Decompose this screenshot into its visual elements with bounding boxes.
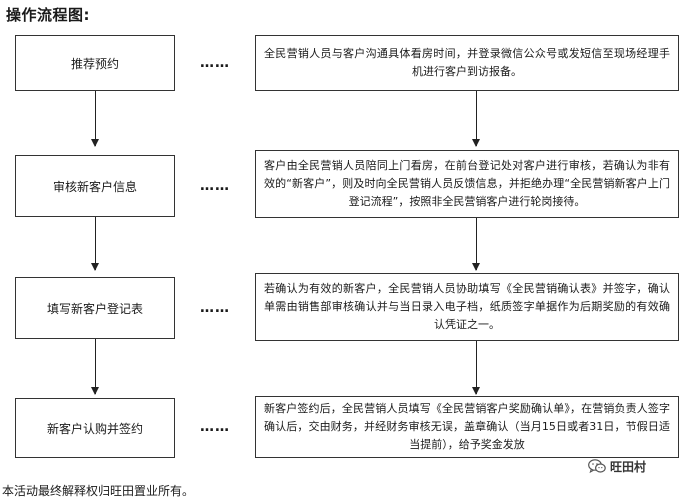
- flow-arrow-down: [91, 339, 99, 395]
- watermark: 旺田村: [588, 458, 646, 475]
- step-label: 推荐预约: [70, 56, 119, 71]
- step-box-sign: 新客户认购并签约: [15, 398, 175, 458]
- step-label: 审核新客户信息: [52, 179, 137, 194]
- step-description-box: 全民营销人员与客户沟通具体看房时间，并登录微信公众号或发短信至现场经理手机进行客…: [255, 35, 679, 91]
- step-box-register: 填写新客户登记表: [15, 277, 175, 339]
- wechat-icon: [588, 459, 606, 474]
- dotted-connector: ……: [200, 178, 230, 194]
- flow-arrow-down: [91, 217, 99, 271]
- step-label: 填写新客户登记表: [46, 301, 143, 316]
- flow-arrow-down: [91, 91, 99, 147]
- flow-arrow-down: [472, 341, 480, 395]
- dotted-connector: ……: [200, 419, 230, 435]
- step-label: 新客户认购并签约: [46, 421, 143, 436]
- dotted-connector: ……: [200, 55, 230, 71]
- step-description-box: 新客户签约后，全民营销人员填写《全民营销客户奖励确认单》，在营销负责人签字确认后…: [255, 396, 679, 458]
- step-description-box: 客户由全民营销人员陪同上门看房，在前台登记处对客户进行审核，若确认为非有效的“新…: [255, 150, 679, 218]
- footer-note: 本活动最终解释权归旺田置业所有。: [2, 484, 195, 498]
- page-title: 操作流程图:: [6, 6, 90, 24]
- step-description: 客户由全民营销人员陪同上门看房，在前台登记处对客户进行审核，若确认为非有效的“新…: [264, 159, 670, 208]
- watermark-text: 旺田村: [610, 460, 647, 474]
- step-description: 新客户签约后，全民营销人员填写《全民营销客户奖励确认单》，在营销负责人签字确认后…: [264, 402, 670, 451]
- flow-arrow-down: [472, 218, 480, 271]
- dotted-connector: ……: [200, 300, 230, 316]
- step-box-review: 审核新客户信息: [15, 155, 175, 217]
- flow-arrow-down: [472, 91, 480, 147]
- step-box-recommend: 推荐预约: [15, 35, 175, 91]
- step-description-box: 若确认为有效的新客户，全民营销人员协助填写《全民营销确认表》并签字，确认单需由销…: [255, 273, 679, 341]
- step-description: 若确认为有效的新客户，全民营销人员协助填写《全民营销确认表》并签字，确认单需由销…: [264, 282, 670, 331]
- step-description: 全民营销人员与客户沟通具体看房时间，并登录微信公众号或发短信至现场经理手机进行客…: [264, 47, 670, 78]
